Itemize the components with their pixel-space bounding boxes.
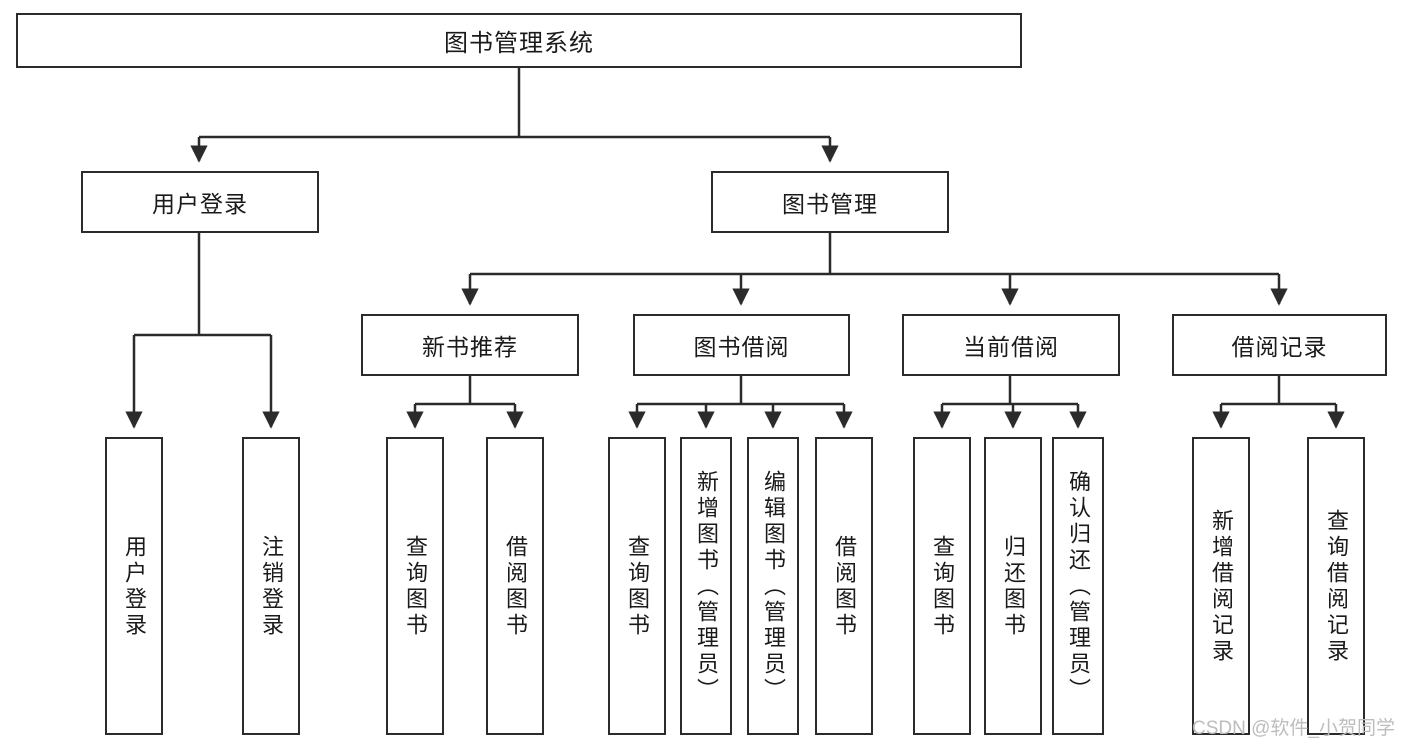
node-new-book-recommend-label: 新书推荐: [422, 334, 518, 360]
node-leaf-add-borrow-record-label: 新增借阅记录: [1209, 509, 1234, 665]
node-user-login[interactable]: 用户登录: [81, 171, 319, 233]
node-current-borrow[interactable]: 当前借阅: [902, 314, 1120, 376]
node-leaf-user-login-label: 用户登录: [122, 535, 147, 639]
node-book-manage[interactable]: 图书管理: [711, 171, 949, 233]
node-leaf-borrow-book[interactable]: 借阅图书: [815, 437, 873, 735]
node-leaf-edit-book[interactable]: 编辑图书（管理员）: [747, 437, 799, 735]
node-leaf-query-book-current-label: 查询图书: [930, 535, 955, 639]
node-leaf-return-book-label: 归还图书: [1001, 535, 1026, 639]
node-leaf-confirm-return-label: 确认归还（管理员）: [1066, 470, 1091, 704]
node-leaf-borrow-book-label: 借阅图书: [832, 535, 857, 639]
node-leaf-add-book-label: 新增图书（管理员）: [694, 470, 719, 704]
node-leaf-query-borrow-record[interactable]: 查询借阅记录: [1307, 437, 1365, 735]
node-current-borrow-label: 当前借阅: [963, 334, 1059, 360]
node-leaf-query-book-borrow-label: 查询图书: [625, 535, 650, 639]
node-leaf-query-book-current[interactable]: 查询图书: [913, 437, 971, 735]
node-leaf-user-login[interactable]: 用户登录: [105, 437, 163, 735]
node-leaf-edit-book-label: 编辑图书（管理员）: [761, 470, 786, 704]
node-root-system[interactable]: 图书管理系统: [16, 13, 1022, 68]
node-leaf-query-book-recommend-label: 查询图书: [403, 535, 428, 639]
node-leaf-borrow-book-recommend[interactable]: 借阅图书: [486, 437, 544, 735]
node-leaf-return-book[interactable]: 归还图书: [984, 437, 1042, 735]
node-leaf-user-logout-label: 注销登录: [259, 535, 284, 639]
node-book-borrow-label: 图书借阅: [693, 334, 790, 360]
csdn-watermark: CSDN @软件_小贺同学: [1192, 718, 1395, 739]
node-leaf-query-book-borrow[interactable]: 查询图书: [608, 437, 666, 735]
node-leaf-add-borrow-record[interactable]: 新增借阅记录: [1192, 437, 1250, 735]
node-leaf-query-borrow-record-label: 查询借阅记录: [1324, 509, 1349, 665]
node-borrow-record[interactable]: 借阅记录: [1172, 314, 1387, 376]
node-book-borrow[interactable]: 图书借阅: [633, 314, 850, 376]
node-leaf-user-logout[interactable]: 注销登录: [242, 437, 300, 735]
node-root-label: 图书管理系统: [444, 30, 594, 57]
node-borrow-record-label: 借阅记录: [1231, 334, 1328, 360]
node-leaf-confirm-return[interactable]: 确认归还（管理员）: [1052, 437, 1104, 735]
node-new-book-recommend[interactable]: 新书推荐: [361, 314, 579, 376]
node-leaf-add-book[interactable]: 新增图书（管理员）: [680, 437, 732, 735]
node-user-login-label: 用户登录: [152, 191, 248, 217]
node-leaf-borrow-book-recommend-label: 借阅图书: [503, 535, 528, 639]
node-leaf-query-book-recommend[interactable]: 查询图书: [386, 437, 444, 735]
node-book-manage-label: 图书管理: [782, 191, 878, 217]
